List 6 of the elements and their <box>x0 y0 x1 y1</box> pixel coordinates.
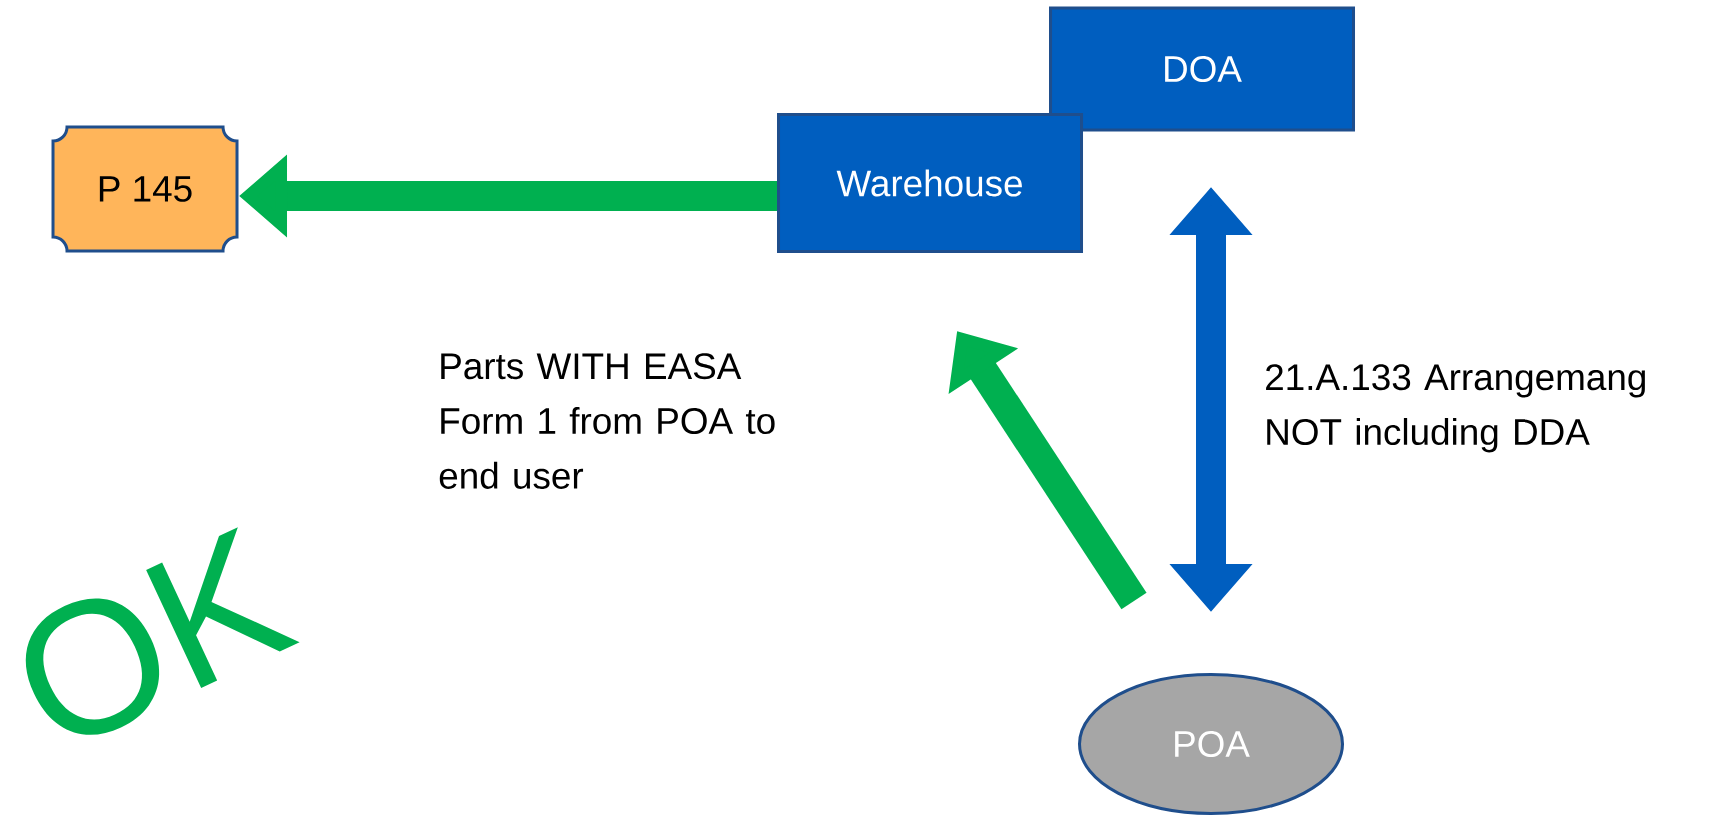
plaque-box: P 145 <box>51 125 239 253</box>
note-text: Parts WITH EASA Form 1 from POA to end user <box>439 353 775 489</box>
big-text: OK <box>25 527 300 735</box>
process-box: Warehouse <box>777 113 1083 253</box>
process-box: DOA <box>1049 6 1355 132</box>
note-text: 21.A.133 Arrangemang NOT including DDA <box>1266 364 1645 453</box>
